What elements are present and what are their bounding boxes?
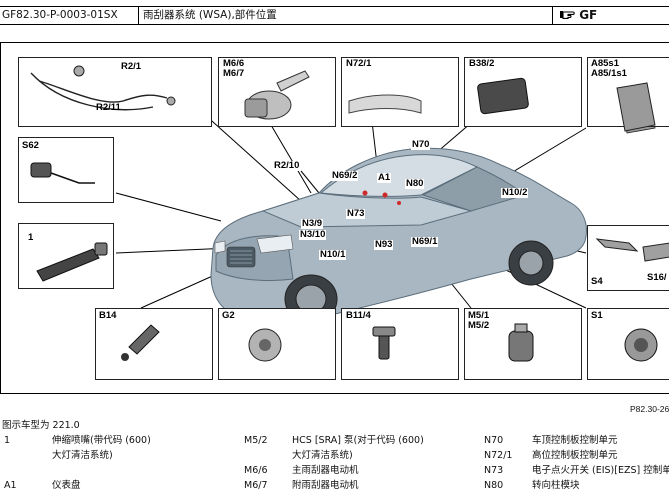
label-s1: S1 (591, 310, 603, 321)
legend-code: N72/1 (484, 450, 513, 461)
inset-box-r2 (18, 57, 212, 127)
legend-text: 电子点火开关 (EIS)[EZS] 控制单元 (532, 465, 669, 476)
legend-code: N73 (484, 465, 504, 476)
legend-code: 1 (4, 435, 11, 446)
label-r2-1: R2/1 (121, 61, 142, 72)
component-location-figure: R2/1 R2/11 M6/6 M6/7 N72/1 B38/2 A85s1 A… (0, 42, 669, 394)
legend-text: 伸缩喷嘴(带代码 (600) (52, 435, 151, 446)
gf-logo-text: GF (579, 8, 598, 22)
label-a1: A1 (377, 172, 392, 183)
inset-box-b11-4 (341, 308, 459, 380)
label-n10-2: N10/2 (501, 187, 529, 198)
label-s62: S62 (22, 140, 39, 151)
legend-code: N80 (484, 480, 504, 491)
label-n69-1: N69/1 (411, 236, 439, 247)
label-b11-4: B11/4 (346, 310, 371, 321)
legend-text: 大灯清洁系统) (292, 450, 353, 461)
label-n72-1: N72/1 (346, 58, 372, 69)
label-m5-2: M5/2 (468, 320, 490, 331)
inset-parts-illustration (30, 65, 669, 362)
inset-box-n72-1 (341, 57, 459, 127)
legend-intro: 图示车型为 221.0 (2, 420, 80, 431)
legend-text: 仪表盘 (52, 480, 81, 491)
label-n70: N70 (411, 139, 431, 150)
label-1: 1 (28, 232, 34, 243)
label-n3-9: N3/9 (301, 218, 324, 229)
header-divider (552, 7, 553, 24)
legend-code: M6/7 (244, 480, 268, 491)
legend-text: 主雨刮器电动机 (292, 465, 359, 476)
document-title: 雨刮器系统 (WSA),部件位置 (143, 9, 277, 21)
windshield-washer-nozzles (362, 190, 401, 205)
legend-code: A1 (4, 480, 17, 491)
label-n10-1: N10/1 (319, 249, 347, 260)
label-n93: N93 (374, 239, 394, 250)
label-n69-2: N69/2 (331, 170, 359, 181)
label-r2-11: R2/11 (96, 102, 121, 113)
label-b14: B14 (99, 310, 117, 321)
legend-text: 转向柱模块 (532, 480, 580, 491)
label-r2-10: R2/10 (273, 160, 301, 171)
label-m5-1: M5/1 (468, 310, 490, 321)
legend-code: M5/2 (244, 435, 268, 446)
label-n73: N73 (346, 208, 366, 219)
document-header: GF82.30-P-0003-01SX 雨刮器系统 (WSA),部件位置 GF (0, 6, 669, 25)
legend-code: N70 (484, 435, 504, 446)
label-n3-10: N3/10 (299, 229, 327, 240)
legend-text: HCS [SRA] 泵(对于代码 (600) (292, 435, 424, 446)
headlights (214, 234, 294, 254)
legend-text: 高位控制板控制单元 (532, 450, 618, 461)
label-m6-7: M6/7 (223, 68, 245, 79)
figure-number: P82.30-26 (630, 404, 669, 414)
legend-text: 附雨刮器电动机 (292, 480, 359, 491)
gf-logo: GF (559, 7, 669, 24)
legend-text: 大灯清洁系统) (52, 450, 113, 461)
legend-code: M6/6 (244, 465, 268, 476)
legend-text: 车顶控制板控制单元 (532, 435, 618, 446)
label-m6-6: M6/6 (223, 58, 245, 69)
label-n80: N80 (405, 178, 425, 189)
header-divider (138, 7, 139, 24)
label-g2: G2 (222, 310, 235, 321)
pointing-hand-icon (560, 11, 575, 19)
front-grille (226, 246, 256, 268)
label-s4: S4 (591, 276, 603, 287)
label-s16: S16/ (647, 272, 667, 283)
label-b38-2: B38/2 (469, 58, 495, 69)
label-a85-1s1: A85/1s1 (591, 68, 627, 79)
inset-box-b14 (95, 308, 213, 380)
document-code: GF82.30-P-0003-01SX (2, 9, 118, 21)
label-a85s1: A85s1 (591, 58, 619, 69)
